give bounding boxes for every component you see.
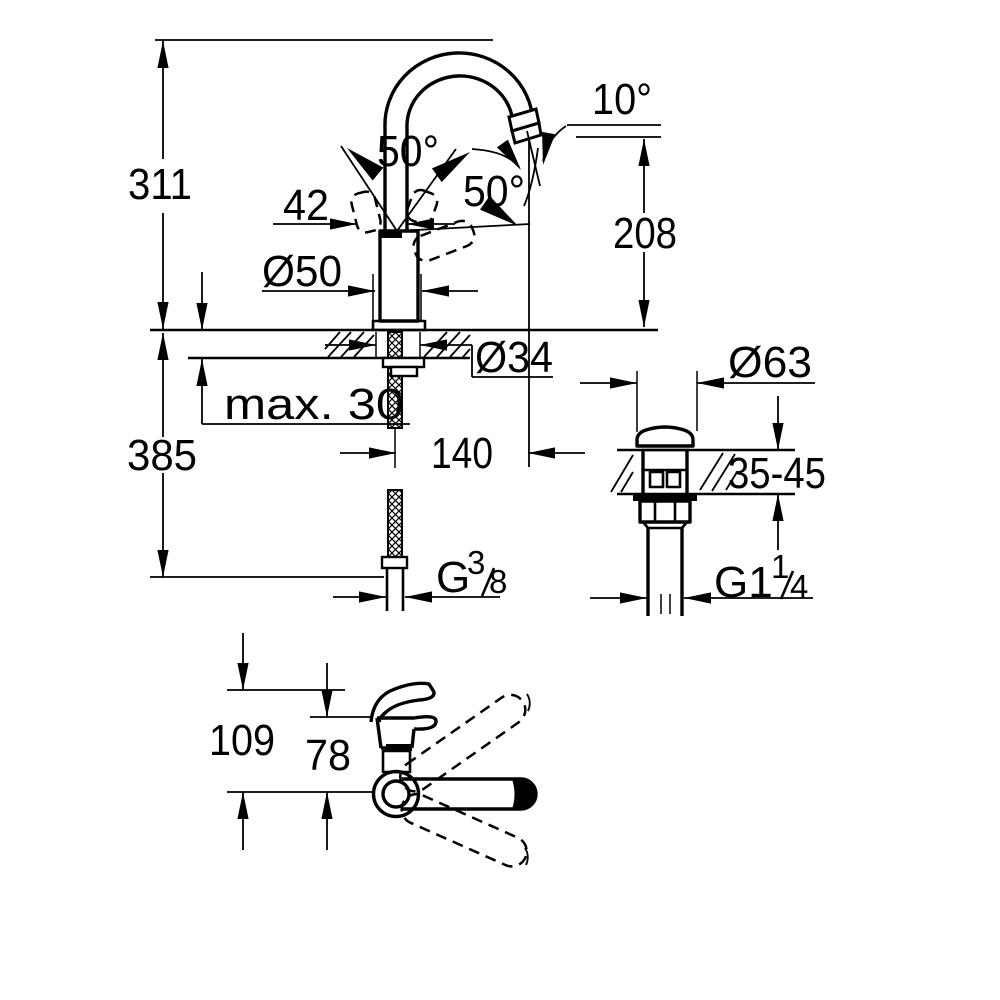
hose-connector (380, 555, 409, 570)
counter-range-label: 35-45 (728, 449, 826, 498)
dim-hole-diameter: Ø34 (325, 333, 553, 382)
waste-thread-denominator: 4 (790, 568, 808, 605)
supply-thread-slash (480, 567, 496, 597)
max-counter-thickness-label: max. 30 (224, 380, 404, 429)
handle-positions-dashed (350, 188, 476, 263)
handle-clearance-label: 42 (283, 181, 329, 230)
dim-lever-overall: 109 (209, 633, 275, 850)
dim-overall-height: 311 (128, 39, 493, 329)
lever-pivot-inner (381, 779, 411, 809)
top-view-faucet (369, 681, 538, 868)
supply-thread-denominator: 8 (489, 563, 507, 600)
dim-body-diameter: Ø50 (262, 247, 478, 322)
lever-dashed-down (400, 792, 528, 868)
lever-overall-label: 109 (209, 716, 275, 765)
handle-swing-right-label: 50° (463, 167, 525, 216)
cartridge-cap (375, 714, 438, 750)
waste-washer (633, 494, 697, 501)
handle-swing-annotation-2: 50° (396, 130, 541, 467)
dim-counter-range: 35-45 (728, 396, 826, 550)
dim-spout-height: 208 (613, 139, 677, 327)
top-view: 109 78 (209, 633, 538, 868)
hole-diameter-label: Ø34 (475, 333, 553, 382)
faucet-body (371, 229, 427, 332)
spout-angle-label: 10° (592, 75, 652, 124)
spout-stub (369, 681, 436, 723)
dim-waste-thread: G1 1 4 (590, 548, 813, 607)
dim-below-counter: 385 (127, 333, 384, 578)
dim-spout-reach: 140 (340, 429, 585, 478)
waste-locknut (638, 499, 692, 524)
mounting-shank (380, 331, 426, 611)
dim-flange-diameter: Ø63 (580, 338, 815, 432)
waste-cap (635, 425, 695, 448)
waste-tailpipe (646, 528, 684, 616)
below-counter-label: 385 (127, 431, 197, 480)
dim-handle-clearance: 42 (273, 181, 455, 230)
spout-height-label: 208 (613, 209, 677, 258)
supply-pipe (385, 568, 405, 611)
supply-thread-numerator: 3 (467, 544, 485, 581)
body-diameter-label: Ø50 (262, 247, 342, 296)
waste-thread-numerator: 1 (771, 548, 789, 585)
spout-reach-label: 140 (431, 429, 493, 478)
handle-swing-left-label: 50° (377, 127, 439, 176)
dim-lever-offset: 78 (305, 663, 351, 850)
lever-offset-label: 78 (305, 731, 351, 780)
waste-thread-slash (779, 570, 795, 600)
dim-supply-thread: G 3 8 (333, 544, 507, 603)
counter-section (150, 328, 658, 360)
supply-hose (387, 489, 403, 558)
waste-view: Ø63 35-45 (580, 338, 826, 616)
overall-height-label: 311 (128, 160, 192, 209)
waste-thread-base: G1 (714, 558, 773, 607)
lever-dashed-up (399, 693, 527, 793)
dim-max-counter-thickness: max. 30 (196, 272, 410, 429)
lever-end-cap (512, 779, 536, 809)
spout-angle-annotation: 10° (471, 75, 661, 174)
front-view: 50° 50° 10° 311 (127, 39, 677, 611)
popup-waste (610, 425, 795, 616)
flange-diameter-label: Ø63 (728, 338, 812, 387)
spout-arch (383, 51, 543, 231)
spout-outlet (510, 121, 543, 145)
handle-swing-annotation: 50° (340, 127, 475, 232)
supply-thread-base: G (436, 553, 470, 602)
